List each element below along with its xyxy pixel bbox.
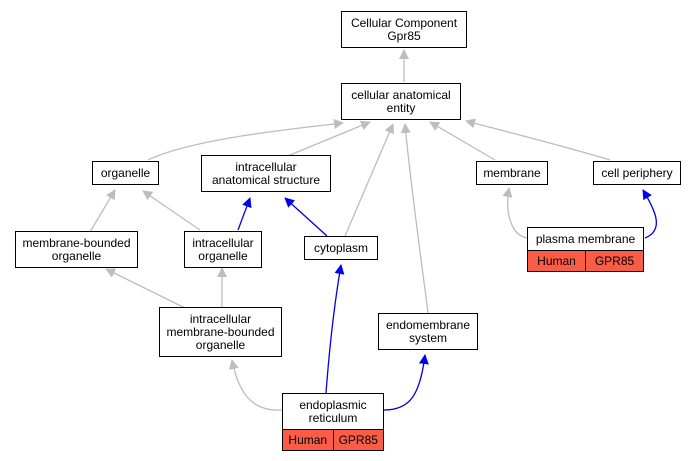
- node-plasma-membrane[interactable]: plasma membrane: [527, 227, 644, 251]
- edge-er-imbo: [228, 359, 283, 411]
- edge-io-organelle: [142, 190, 201, 231]
- annotation-gene: GPR85: [332, 430, 383, 450]
- node-endoplasmic-reticulum[interactable]: endoplasmic reticulum: [282, 393, 384, 430]
- edge-ias-cae: [289, 120, 371, 156]
- edge-membrane-cae: [429, 121, 496, 161]
- node-endomembrane-system[interactable]: endomembrane system: [378, 313, 478, 350]
- edge-cytoplasm-ias: [284, 197, 328, 237]
- edge-endomembrane-cae: [400, 123, 429, 314]
- edge-er-endomembrane: [383, 354, 429, 411]
- annotation-plasma-membrane: Human GPR85: [527, 251, 644, 272]
- node-membrane[interactable]: membrane: [476, 161, 548, 185]
- edge-organelle-cae: [147, 119, 344, 161]
- annotation-endoplasmic-reticulum: Human GPR85: [282, 430, 384, 451]
- edge-pm-periphery: [642, 189, 657, 239]
- node-organelle[interactable]: organelle: [92, 161, 159, 185]
- edge-imbo-mbo: [105, 268, 186, 309]
- node-membrane-bounded-organelle[interactable]: membrane-bounded organelle: [15, 231, 138, 268]
- edge-mbo-organelle: [89, 189, 116, 233]
- node-intracellular-membrane-bounded-organelle[interactable]: intracellular membrane-bounded organelle: [159, 307, 282, 357]
- annotation-species: Human: [283, 430, 333, 450]
- edge-pm-membrane: [502, 187, 528, 239]
- edge-cytoplasm-cae: [344, 123, 395, 237]
- node-cytoplasm[interactable]: cytoplasm: [304, 236, 378, 260]
- edge-er-cytoplasm: [325, 264, 345, 394]
- edge-io-ias: [237, 197, 252, 231]
- node-cellular-anatomical-entity[interactable]: cellular anatomical entity: [341, 83, 461, 120]
- annotation-gene: GPR85: [585, 251, 643, 271]
- annotation-species: Human: [528, 251, 585, 271]
- edge-periphery-cae: [465, 118, 611, 161]
- node-cell-periphery[interactable]: cell periphery: [593, 161, 681, 185]
- node-cellular-component-gpr85[interactable]: Cellular Component Gpr85: [341, 11, 467, 48]
- node-intracellular-organelle[interactable]: intracellular organelle: [184, 231, 262, 268]
- node-intracellular-anatomical-structure[interactable]: intracellular anatomical structure: [201, 155, 331, 192]
